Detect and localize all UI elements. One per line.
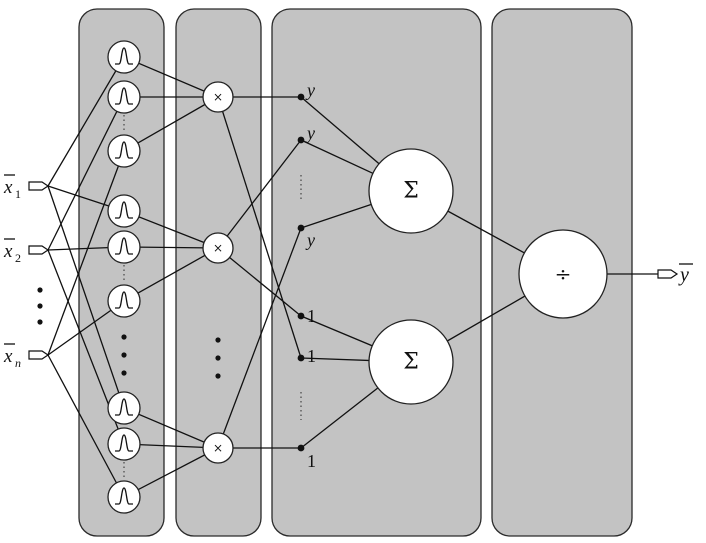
- membership-node: [107, 480, 141, 514]
- input-port-arrow-icon: [28, 181, 50, 191]
- membership-node: [107, 427, 141, 461]
- input-label-xn-subscript: n: [15, 356, 21, 370]
- input-label-xn-symbol: x: [3, 346, 13, 367]
- membership-node: [107, 40, 141, 74]
- weight-label-y: y: [305, 123, 315, 143]
- input-label-x1-subscript: 1: [15, 187, 21, 201]
- membership-ellipsis: [121, 115, 127, 479]
- sum-symbol: Σ: [403, 179, 419, 204]
- output-port: y: [657, 263, 693, 286]
- denominator-sum-node: Σ: [368, 319, 454, 405]
- input-port-xn: x n: [3, 343, 50, 370]
- product-symbol: ×: [213, 241, 223, 255]
- input-ellipsis: [37, 287, 43, 325]
- membership-node: [107, 80, 141, 114]
- product-node: ×: [202, 432, 234, 464]
- division-node: ÷: [518, 229, 608, 319]
- membership-node: [107, 230, 141, 264]
- membership-to-rule-links: [123, 56, 219, 498]
- product-symbol: ×: [213, 90, 223, 104]
- input-port-arrow-icon: [28, 245, 50, 255]
- numerator-sum-node: Σ: [368, 148, 454, 234]
- product-node: ×: [202, 81, 234, 113]
- membership-node: [107, 194, 141, 228]
- rule-nodes: × × ×: [202, 81, 234, 464]
- membership-nodes: [107, 40, 141, 514]
- product-node: ×: [202, 232, 234, 264]
- sum-layer-panel: [271, 8, 482, 537]
- weight-label-1: 1: [307, 306, 316, 326]
- input-label-x2-symbol: x: [3, 241, 13, 262]
- membership-node: [107, 391, 141, 425]
- product-symbol: ×: [213, 441, 223, 455]
- weight-label-y: y: [305, 80, 315, 100]
- membership-node: [107, 134, 141, 168]
- rule-layer-panel: [175, 8, 262, 537]
- input-label-x2-subscript: 2: [15, 251, 21, 265]
- output-port-arrow-icon: [657, 269, 679, 279]
- weight-label-1: 1: [307, 451, 316, 471]
- membership-node: [107, 284, 141, 318]
- input-port-x2: x 2: [3, 238, 50, 265]
- rule-ellipsis: [215, 337, 221, 379]
- weight-labels: y y y 1 1 1: [305, 80, 316, 471]
- input-port-x1: x 1: [3, 174, 50, 201]
- input-label-x1-symbol: x: [3, 177, 13, 198]
- sum-symbol: Σ: [403, 350, 419, 375]
- weight-label-y: y: [305, 230, 315, 250]
- input-port-arrow-icon: [28, 350, 50, 360]
- division-symbol: ÷: [555, 262, 572, 286]
- output-label-y: y: [678, 264, 689, 286]
- rule-to-weight-links: [217, 96, 302, 449]
- weight-junctions: [297, 93, 305, 452]
- weight-label-1: 1: [307, 346, 316, 366]
